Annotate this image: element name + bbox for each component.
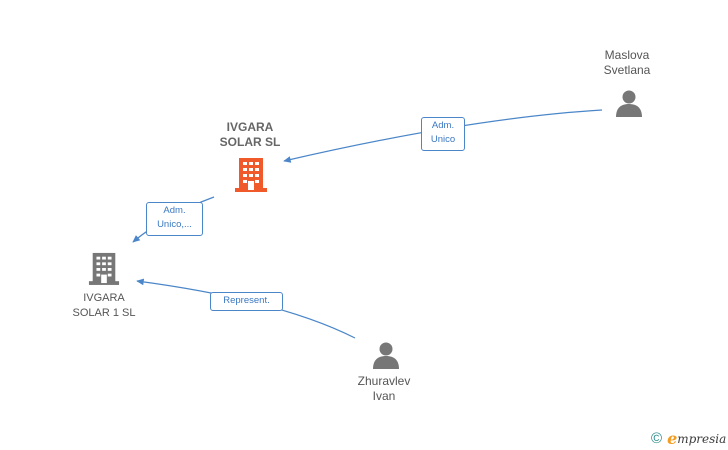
- copyright-icon: ©: [651, 430, 663, 447]
- edge-label-adm-unico[interactable]: Adm. Unico: [421, 117, 465, 151]
- edge-label-represent[interactable]: Represent.: [210, 292, 283, 311]
- person-icon[interactable]: [371, 340, 401, 370]
- edge-label-adm-unico-more[interactable]: Adm. Unico,...: [146, 202, 203, 236]
- building-icon[interactable]: [88, 250, 120, 286]
- node-label-zhuravlev: Zhuravlev Ivan: [357, 374, 411, 403]
- building-icon[interactable]: [234, 156, 268, 192]
- node-label-ivgara-solar: IVGARA SOLAR SL: [219, 120, 281, 149]
- person-icon[interactable]: [614, 88, 644, 118]
- node-label-maslova: Maslova Svetlana: [603, 48, 651, 77]
- brand-logo-letter: e: [667, 429, 678, 448]
- node-label-ivgara-solar-1: IVGARA SOLAR 1 SL: [72, 292, 136, 319]
- brand-logo-text: mpresia: [677, 431, 727, 446]
